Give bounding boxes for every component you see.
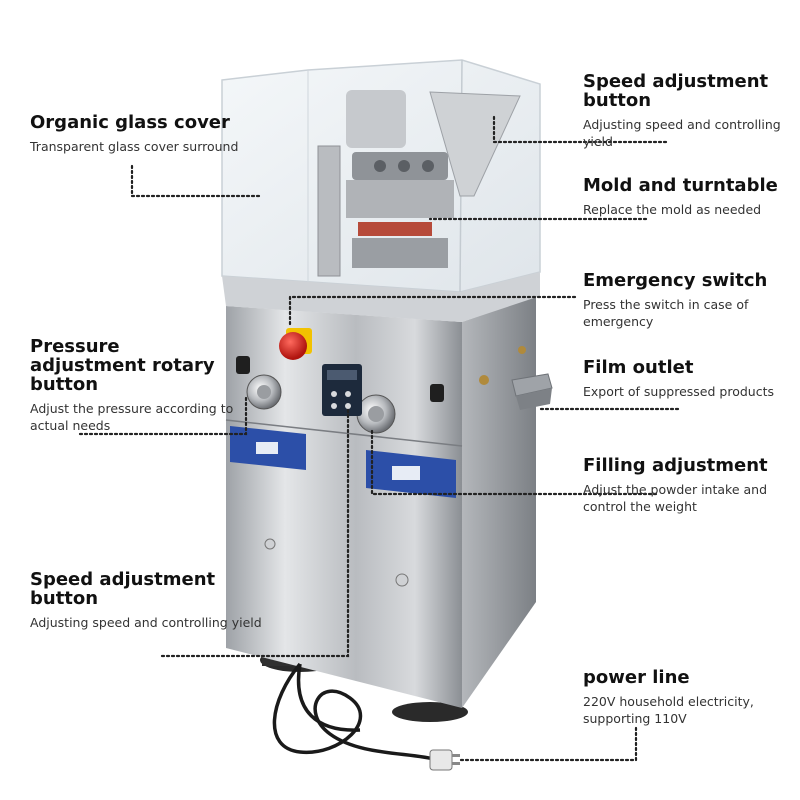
- callout-desc: Adjust the powder intake and control the…: [583, 482, 768, 514]
- callout-organic-glass-cover: Organic glass cover Transparent glass co…: [30, 113, 260, 155]
- callout-speed-adjustment-right: Speed adjustment button Adjusting speed …: [583, 72, 788, 150]
- leader-power-line: [458, 726, 638, 762]
- callout-desc: Press the switch in case of emergency: [583, 297, 749, 329]
- power-plug-shape: [429, 749, 460, 771]
- leader-organic-glass-cover: [130, 164, 264, 198]
- blue-plates: [230, 426, 456, 498]
- callout-title: Mold and turntable: [583, 175, 778, 196]
- turntable-shape: [317, 90, 521, 277]
- callout-speed-adjustment-left: Speed adjustment button Adjusting speed …: [30, 569, 262, 631]
- callout-title: Film outlet: [583, 357, 694, 378]
- leader-pressure-adjustment: [78, 396, 248, 436]
- leader-filling-adjustment: [370, 426, 658, 496]
- pressure-knob-shape: [236, 356, 282, 410]
- filling-knob-shape: [356, 384, 444, 434]
- callout-mold-and-turntable: Mold and turntable Replace the mold as n…: [583, 176, 788, 218]
- callout-desc: Export of suppressed products: [583, 384, 774, 399]
- callout-desc: Adjust the pressure according to actual …: [30, 401, 234, 433]
- callout-title: Pressure adjustment rotary button: [30, 336, 215, 395]
- callout-title: Filling adjustment: [583, 455, 768, 476]
- speed-controller-shape: [322, 364, 362, 416]
- callout-desc: 220V household electricity, supporting 1…: [583, 694, 754, 726]
- leader-emergency-switch: [288, 295, 577, 328]
- power-cord-shape: [272, 662, 439, 762]
- callout-pressure-adjustment: Pressure adjustment rotary button Adjust…: [30, 337, 240, 434]
- callout-emergency-switch: Emergency switch Press the switch in cas…: [583, 271, 788, 330]
- callout-desc: Adjusting speed and controlling yield: [30, 615, 262, 630]
- callout-desc: Adjusting speed and controlling yield: [583, 117, 781, 149]
- emergency-switch-shape: [279, 328, 312, 360]
- leader-lines: [78, 114, 680, 762]
- machine-cabinet: [225, 294, 536, 708]
- callout-title: Emergency switch: [583, 270, 768, 291]
- leader-speed-adjustment-right: [492, 114, 668, 144]
- callout-title: Speed adjustment button: [583, 71, 769, 111]
- callout-desc: Replace the mold as needed: [583, 202, 762, 217]
- film-outlet-shape: [511, 373, 553, 410]
- callout-title: Speed adjustment button: [30, 569, 216, 609]
- callout-power-line: power line 220V household electricity, s…: [583, 668, 788, 727]
- leader-speed-adjustment-left: [160, 408, 350, 658]
- callout-film-outlet: Film outlet Export of suppressed product…: [583, 358, 788, 400]
- callout-desc: Transparent glass cover surround: [30, 139, 239, 154]
- callout-title: Organic glass cover: [30, 112, 230, 133]
- callout-filling-adjustment: Filling adjustment Adjust the powder int…: [583, 456, 788, 515]
- callout-title: power line: [583, 667, 690, 688]
